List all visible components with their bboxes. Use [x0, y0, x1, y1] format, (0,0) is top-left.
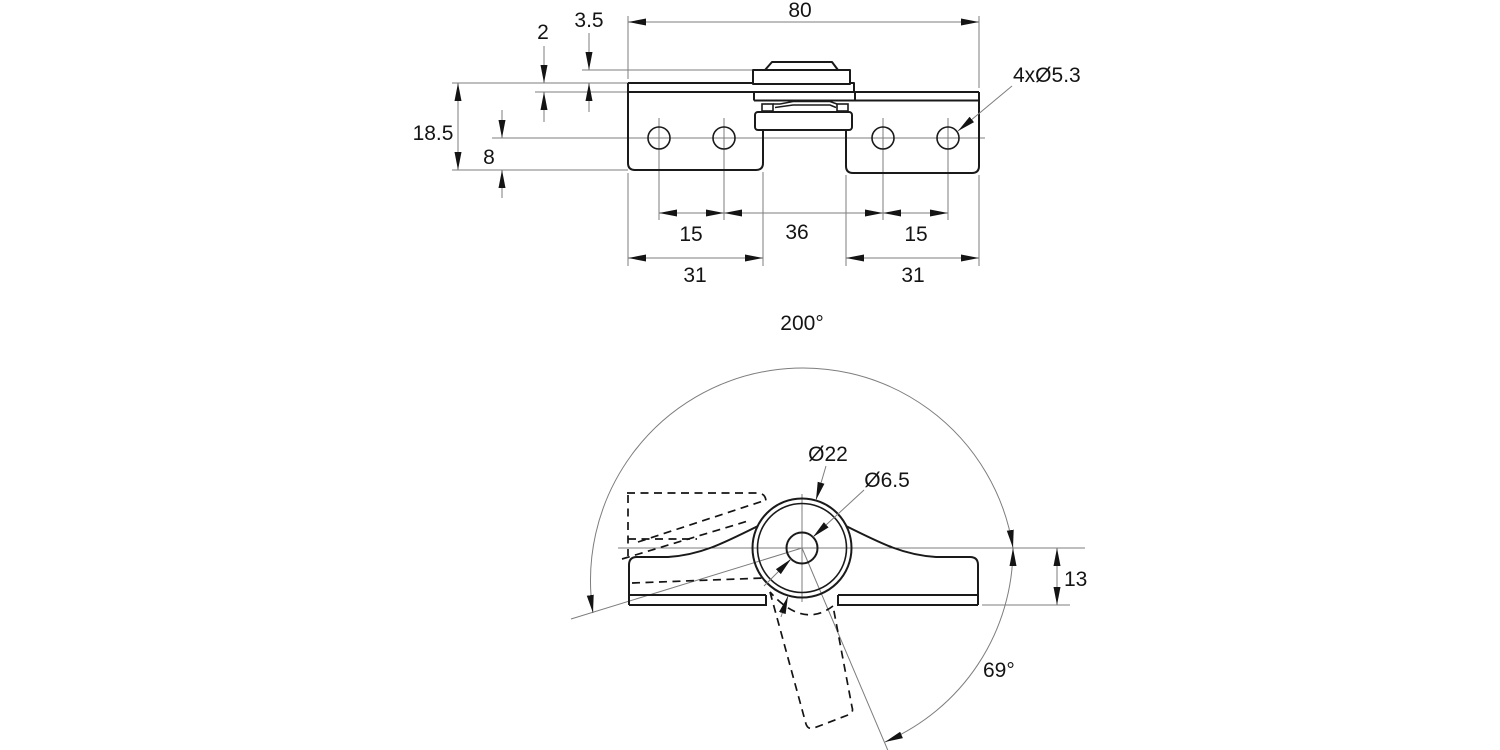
dim-overall-height-label: 18.5 — [413, 122, 454, 145]
dim-cap-height: 3.5 — [574, 9, 604, 112]
dim-hole-pitch-center-label: 36 — [785, 221, 808, 244]
dim-hole-pitches: 15 36 15 — [659, 209, 948, 246]
side-view: 200° 69° Ø22 Ø6.5 13 — [570, 312, 1087, 750]
dim-knuckle-diameter: Ø22 — [778, 443, 848, 618]
panel-open-position-dashed — [621, 492, 767, 584]
left-plate-outline — [627, 83, 764, 171]
mounting-hole — [936, 126, 960, 150]
mounting-hole — [712, 126, 736, 150]
knuckle-cap — [752, 61, 851, 85]
dim-hole-pitch-right-label: 15 — [904, 223, 927, 246]
dim-cap-height-label: 3.5 — [574, 9, 603, 32]
mounting-holes — [647, 126, 960, 150]
dim-flange-widths: 31 31 — [628, 254, 979, 287]
dim-flange-height-label: 13 — [1064, 568, 1087, 591]
closed-position-reference-line — [801, 547, 889, 750]
spring-washer — [761, 100, 849, 112]
dim-hole-offset-label: 8 — [483, 146, 495, 169]
knuckle-block — [754, 111, 853, 131]
hole-note: 4xØ5.3 — [957, 64, 1081, 132]
hole-note-label: 4xØ5.3 — [1013, 64, 1081, 87]
dim-swing-angle: 200° — [586, 312, 1014, 614]
right-plate-outline — [845, 92, 980, 174]
front-view: 80 3.5 2 18.5 8 — [413, 0, 1081, 287]
dim-knuckle-diameter-label: Ø22 — [808, 443, 848, 466]
mounting-hole — [647, 126, 671, 150]
dim-overall-height: 18.5 — [413, 83, 462, 170]
dim-closed-angle: 69° — [884, 547, 1017, 743]
dim-leaf-thickness-label: 2 — [537, 21, 549, 44]
dim-flange-width-left-label: 31 — [683, 264, 706, 287]
dim-swing-angle-label: 200° — [780, 312, 823, 335]
dim-bore-diameter: Ø6.5 — [763, 469, 910, 587]
dim-leaf-thickness: 2 — [537, 21, 549, 122]
dim-overall-width: 80 — [628, 0, 979, 26]
hinge-leaves — [628, 82, 979, 102]
dim-flange-height: 13 — [1053, 548, 1087, 605]
dim-overall-width-label: 80 — [788, 0, 811, 22]
mounting-hole — [871, 126, 895, 150]
dim-flange-width-right-label: 31 — [901, 264, 924, 287]
dim-bore-diameter-label: Ø6.5 — [864, 469, 910, 492]
dim-hole-pitch-left-label: 15 — [679, 223, 702, 246]
dim-hole-offset: 8 — [483, 110, 506, 198]
dim-closed-angle-label: 69° — [983, 659, 1015, 682]
side-view-centerlines — [570, 494, 1085, 750]
right-flange-profile — [837, 525, 979, 606]
